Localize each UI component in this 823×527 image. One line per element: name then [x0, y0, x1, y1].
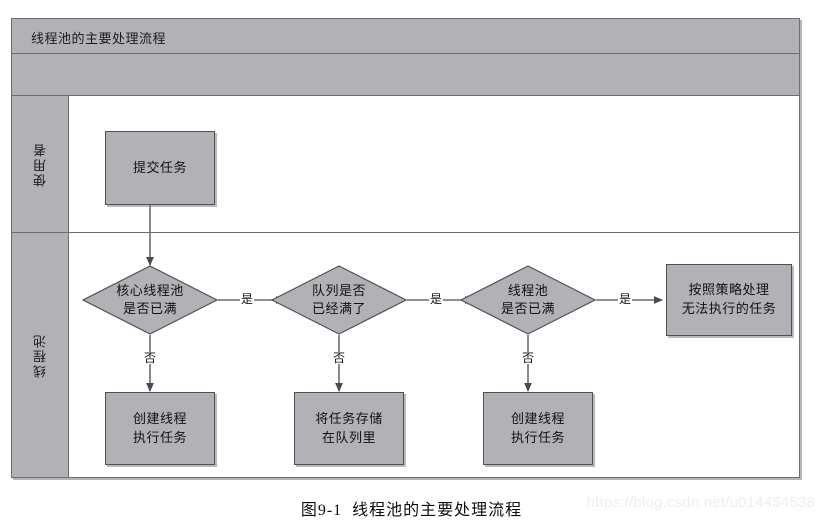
figure-caption-number: 图9-1: [300, 502, 343, 519]
figure-caption-text: 线程池的主要处理流程: [352, 502, 523, 519]
node-reject-policy[interactable]: 按照策略处理 无法执行的任务: [666, 264, 792, 336]
edge-label-queue-to-store: 否: [332, 351, 347, 365]
node-thread-pool-full[interactable]: 线程池 是否已满: [459, 265, 597, 335]
swimlane-label-threadpool-text: 线程池: [32, 332, 48, 378]
node-store-in-queue-line-1: 将任务存储: [315, 410, 383, 426]
node-store-in-queue-line-2: 在队列里: [321, 429, 376, 445]
node-core-pool-full[interactable]: 核心线程池 是否已满: [81, 265, 219, 335]
node-reject-policy-line-1: 按照策略处理: [688, 282, 770, 298]
edge-label-queue-to-pool: 是: [429, 292, 444, 306]
swimlane-label-user-text: 使用者: [32, 141, 48, 187]
node-create-thread-2-line-2: 执行任务: [510, 429, 565, 445]
diagram-title: 线程池的主要处理流程: [31, 31, 167, 46]
node-submit-task-line-1: 提交任务: [132, 159, 187, 175]
figure-caption: 图9-1 线程池的主要处理流程: [0, 496, 823, 520]
node-store-in-queue[interactable]: 将任务存储 在队列里: [294, 392, 404, 465]
edge-label-pool-to-create2: 否: [521, 351, 536, 365]
node-create-thread-1-line-2: 执行任务: [132, 429, 187, 445]
edge-label-pool-to-reject: 是: [618, 292, 633, 306]
watermark: https://blog.csdn.net/u014454538: [586, 494, 815, 511]
flowchart-frame: 线程池的主要处理流程 使用者 线程池: [11, 18, 800, 478]
node-create-thread-1-line-1: 创建线程: [132, 410, 187, 426]
node-create-thread-2-line-1: 创建线程: [510, 410, 565, 426]
swimlane-label-user: 使用者: [12, 96, 69, 232]
node-core-pool-full-shape: [81, 265, 219, 335]
node-queue-full[interactable]: 队列是否 已经满了: [270, 265, 408, 335]
edge-label-core-to-create1: 否: [143, 351, 158, 365]
swimlane-label-threadpool: 线程池: [12, 233, 69, 477]
node-reject-policy-line-2: 无法执行的任务: [681, 301, 777, 316]
diagram-title-band: 线程池的主要处理流程: [12, 19, 799, 54]
diagram-subtitle-band: [12, 54, 799, 96]
node-create-thread-2[interactable]: 创建线程 执行任务: [483, 392, 593, 465]
node-create-thread-1[interactable]: 创建线程 执行任务: [105, 392, 215, 465]
node-queue-full-shape: [270, 265, 408, 335]
node-submit-task[interactable]: 提交任务: [105, 131, 215, 205]
edge-label-core-to-queue: 是: [240, 292, 255, 306]
node-thread-pool-full-shape: [459, 265, 597, 335]
